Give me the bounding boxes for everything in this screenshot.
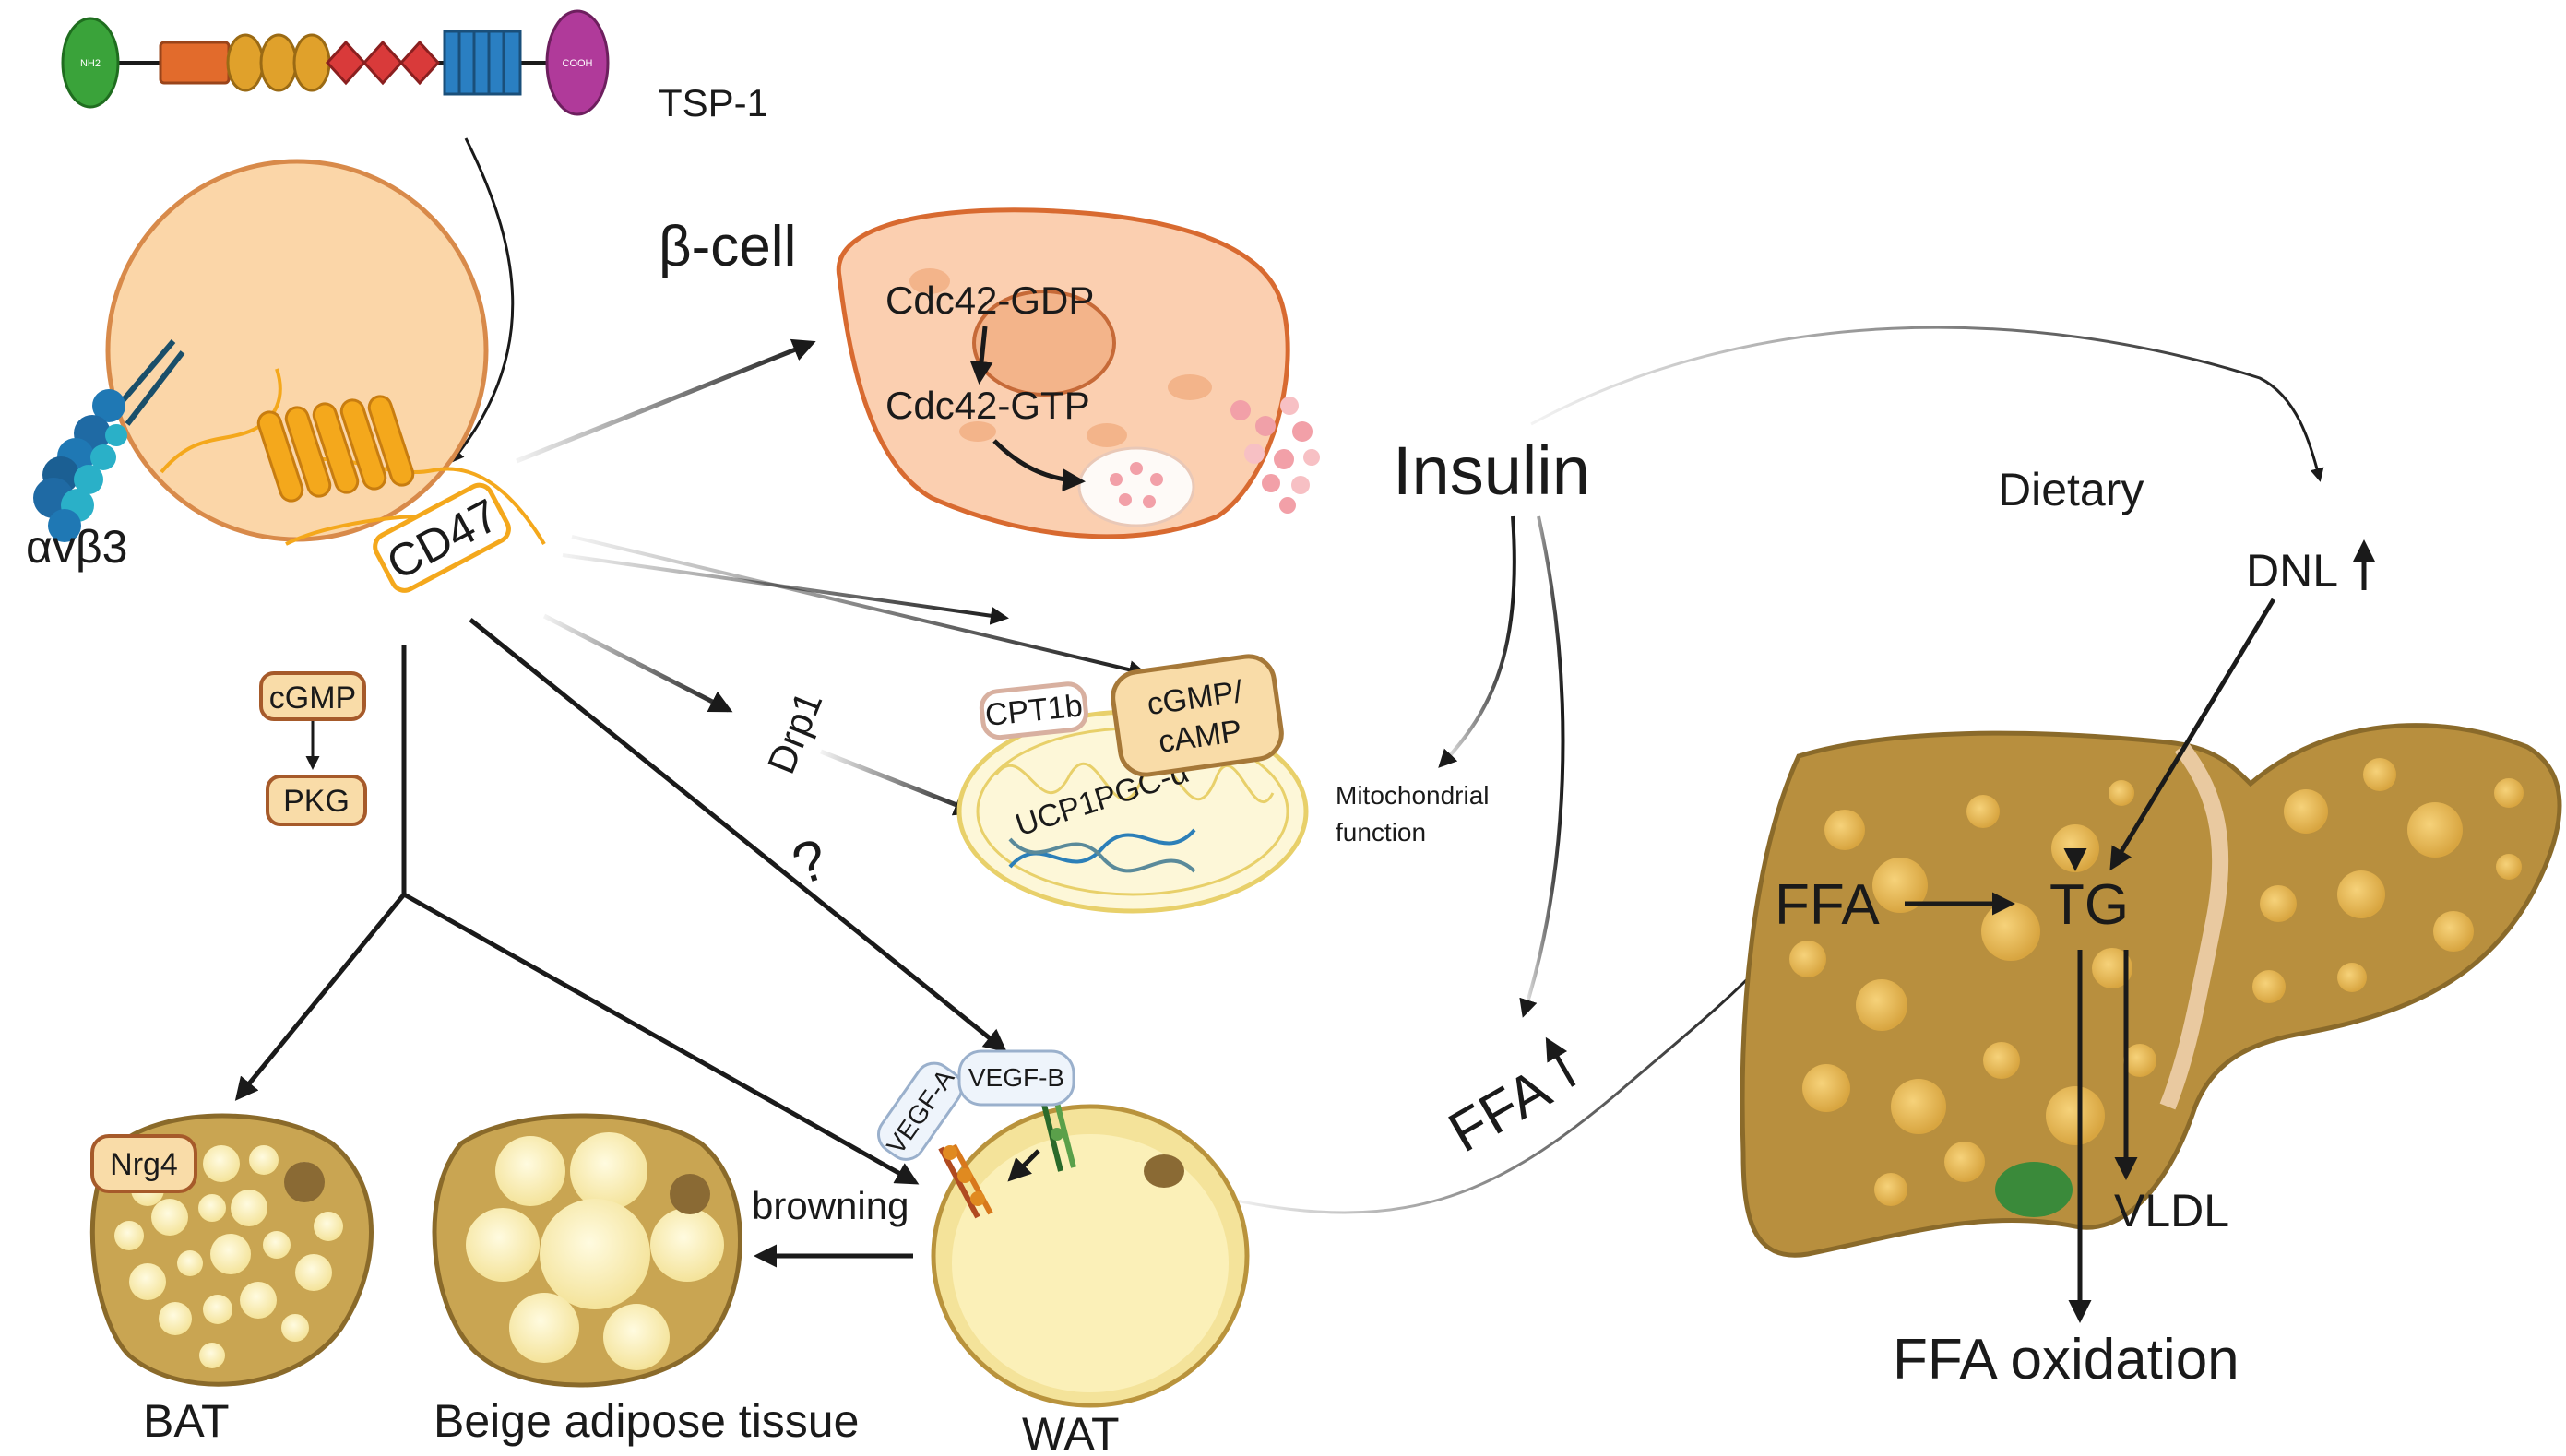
browning-label: browning [752, 1184, 909, 1227]
cd47-to-beta-cell-arrow [516, 338, 816, 464]
liver [1740, 723, 2562, 1258]
cdc42-gdp-label: Cdc42-GDP [885, 278, 1094, 322]
ffa-oxidation-label: FFA oxidation [1893, 1328, 2239, 1391]
vegf-a-receptor [938, 1143, 993, 1219]
nh2-domain [61, 17, 120, 109]
fat-droplets [1789, 758, 2524, 1206]
gdp-to-gtp-arrow [969, 326, 993, 385]
cgmp-label: cGMP [269, 681, 356, 716]
integrin-label: αvβ3 [26, 521, 127, 573]
wat-label: WAT [1022, 1408, 1120, 1451]
liver-ffa-label: FFA [1775, 873, 1880, 937]
beige-cell [432, 1113, 742, 1388]
dna-helix-icon [1008, 828, 1196, 873]
cdc42-gtp-label: Cdc42-GTP [885, 384, 1090, 427]
tsp1-label: TSP-1 [659, 81, 768, 124]
cd47-to-cgmp-camp-arrow [571, 535, 1147, 680]
tsp1-to-cd47-arrow [450, 137, 515, 464]
tg-label: TG [2049, 873, 2129, 937]
ffa-up-arrow-icon [1545, 1036, 1576, 1087]
nrg4-tag: Nrg4 [90, 1134, 197, 1193]
cgmp-camp-tag: cGMP/ cAMP [1111, 654, 1284, 777]
bat-label: BAT [143, 1395, 230, 1447]
beta-cell [836, 207, 1320, 539]
cooh-domain [545, 9, 610, 116]
vldl-label: VLDL [2114, 1185, 2229, 1237]
cgmp-pkg-pathway: cGMP PKG [259, 671, 367, 826]
branch-to-bat-arrow [234, 893, 406, 1101]
cd47-cell [105, 159, 546, 546]
tsp1-protein: NH2 COOH [61, 9, 610, 116]
branch-to-wat-arrow [402, 892, 920, 1185]
vegf-b-to-a-arrow [1007, 1149, 1040, 1182]
cd47-to-vegf-arrow [469, 618, 1007, 1053]
cpt1b-tag: CPT1b [979, 681, 1088, 740]
dnl-to-tg-arrow [2109, 598, 2276, 871]
calcium-domain [443, 30, 522, 96]
dnl-label: DNL [2246, 545, 2338, 597]
insulin-granules [1230, 397, 1320, 514]
insulin-to-ffa-arrow [1519, 515, 1565, 1018]
vegf-b-label: VEGF-B [968, 1063, 1064, 1092]
unknown-mechanism-label: ? [785, 827, 835, 897]
wat-cell [931, 1083, 1250, 1408]
procollagen-domain [159, 41, 231, 85]
insulin-label: Insulin [1393, 432, 1590, 509]
beige-label: Beige adipose tissue [434, 1395, 859, 1447]
nh2-label: NH2 [80, 58, 101, 69]
vegf-b-tag: VEGF-B [957, 1049, 1075, 1107]
beta-cell-title: β-cell [659, 215, 796, 278]
mitochondrial-function-label-2: function [1336, 818, 1426, 846]
gtp-to-granule-arrow [992, 439, 1086, 492]
mitochondrial-function-label-1: Mitochondrial [1336, 781, 1490, 810]
insulin-to-mito-arrow [1438, 515, 1516, 768]
insulin-to-dnl-arrow [1530, 326, 2324, 482]
cd47-to-drp1-arrow [542, 613, 733, 713]
cooh-label: COOH [563, 58, 593, 69]
wat-to-liver-ffa-arrow [1226, 952, 1773, 1214]
ffa-increase: FFA [1439, 1036, 1576, 1165]
drp1-label: Drp1 [759, 685, 831, 779]
dietary-label: Dietary [1998, 464, 2144, 515]
drp1-to-mito-arrow [820, 749, 978, 816]
cd47-transmembrane-helices [256, 395, 415, 503]
integrin-avb3 [33, 339, 185, 542]
nrg4-label: Nrg4 [110, 1147, 178, 1182]
pkg-label: PKG [283, 784, 350, 819]
